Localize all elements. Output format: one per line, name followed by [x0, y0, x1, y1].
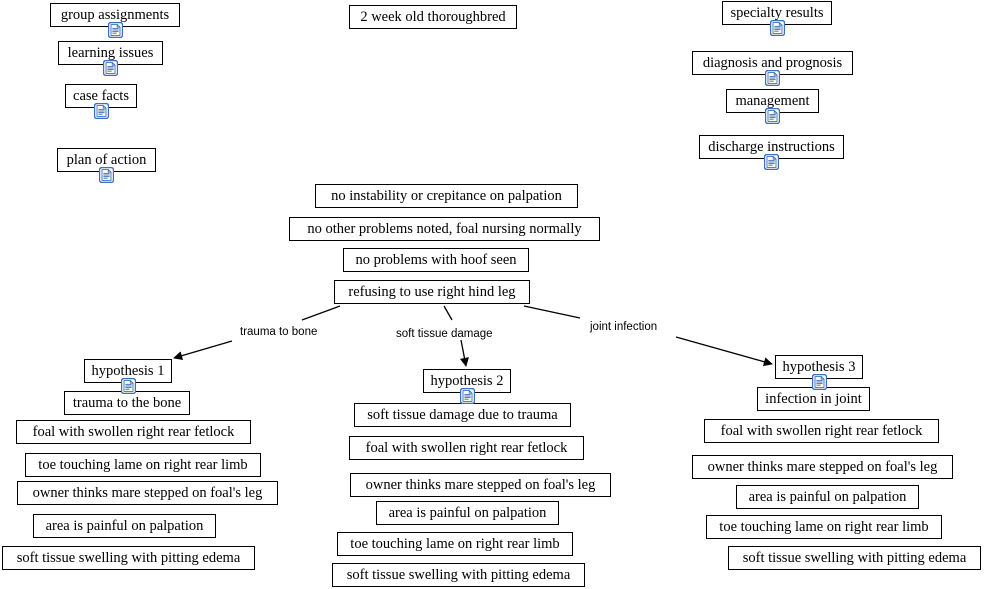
node-h1-painful[interactable]: area is painful on palpation	[33, 514, 216, 538]
document-icon[interactable]	[765, 70, 780, 86]
document-icon[interactable]	[765, 108, 780, 124]
node-h2-painful[interactable]: area is painful on palpation	[376, 501, 559, 525]
node-h2-owner[interactable]: owner thinks mare stepped on foal's leg	[350, 473, 611, 497]
node-thoroughbred[interactable]: 2 week old thoroughbred	[349, 5, 517, 29]
node-trauma-to-the-bone[interactable]: trauma to the bone	[64, 391, 190, 415]
edge-joint-label-to-h3	[675, 336, 773, 367]
document-icon[interactable]	[812, 374, 827, 390]
document-icon[interactable]	[764, 154, 779, 170]
edge-refusing-to-trauma-label	[301, 305, 341, 321]
document-icon[interactable]	[99, 167, 114, 183]
node-h2-swelling[interactable]: soft tissue swelling with pitting edema	[332, 563, 585, 587]
document-icon[interactable]	[103, 60, 118, 76]
node-hypothesis-1[interactable]: hypothesis 1	[84, 359, 172, 383]
node-h1-toe[interactable]: toe touching lame on right rear limb	[25, 453, 261, 477]
edge-refusing-to-soft-label	[443, 305, 453, 321]
edge-label-joint-infection-label: joint infection	[590, 321, 658, 333]
edge-label-soft-tissue-damage-label: soft tissue damage	[396, 328, 493, 340]
edge-label-trauma-to-bone-label: trauma to bone	[240, 326, 318, 338]
node-h3-fetlock[interactable]: foal with swollen right rear fetlock	[704, 419, 939, 443]
document-icon[interactable]	[108, 22, 123, 38]
node-h3-owner[interactable]: owner thinks mare stepped on foal's leg	[692, 455, 953, 479]
document-icon[interactable]	[770, 20, 785, 36]
node-h3-toe[interactable]: toe touching lame on right rear limb	[706, 515, 942, 539]
node-soft-tissue-damage-trauma[interactable]: soft tissue damage due to trauma	[354, 403, 571, 427]
edge-soft-label-to-h2	[459, 339, 469, 367]
document-icon[interactable]	[121, 378, 136, 394]
node-h1-owner[interactable]: owner thinks mare stepped on foal's leg	[17, 481, 278, 505]
node-h2-toe[interactable]: toe touching lame on right rear limb	[337, 532, 573, 556]
edge-trauma-label-to-h1	[173, 340, 233, 361]
node-infection-in-joint[interactable]: infection in joint	[757, 387, 870, 411]
edge-refusing-to-joint-label	[523, 305, 581, 319]
node-h3-swelling[interactable]: soft tissue swelling with pitting edema	[728, 546, 981, 570]
document-icon[interactable]	[460, 388, 475, 404]
node-no-hoof-problems[interactable]: no problems with hoof seen	[343, 248, 529, 272]
node-no-other-problems[interactable]: no other problems noted, foal nursing no…	[289, 217, 600, 241]
node-h1-swelling[interactable]: soft tissue swelling with pitting edema	[2, 546, 255, 570]
node-h1-fetlock[interactable]: foal with swollen right rear fetlock	[16, 420, 251, 444]
document-icon[interactable]	[94, 103, 109, 119]
node-learning-issues[interactable]: learning issues	[58, 41, 163, 65]
node-h3-painful[interactable]: area is painful on palpation	[736, 485, 919, 509]
node-h2-fetlock[interactable]: foal with swollen right rear fetlock	[349, 436, 584, 460]
node-no-instability[interactable]: no instability or crepitance on palpatio…	[315, 184, 578, 208]
node-refusing-right-hind-leg[interactable]: refusing to use right hind leg	[334, 280, 530, 304]
node-plan-of-action[interactable]: plan of action	[57, 148, 156, 172]
